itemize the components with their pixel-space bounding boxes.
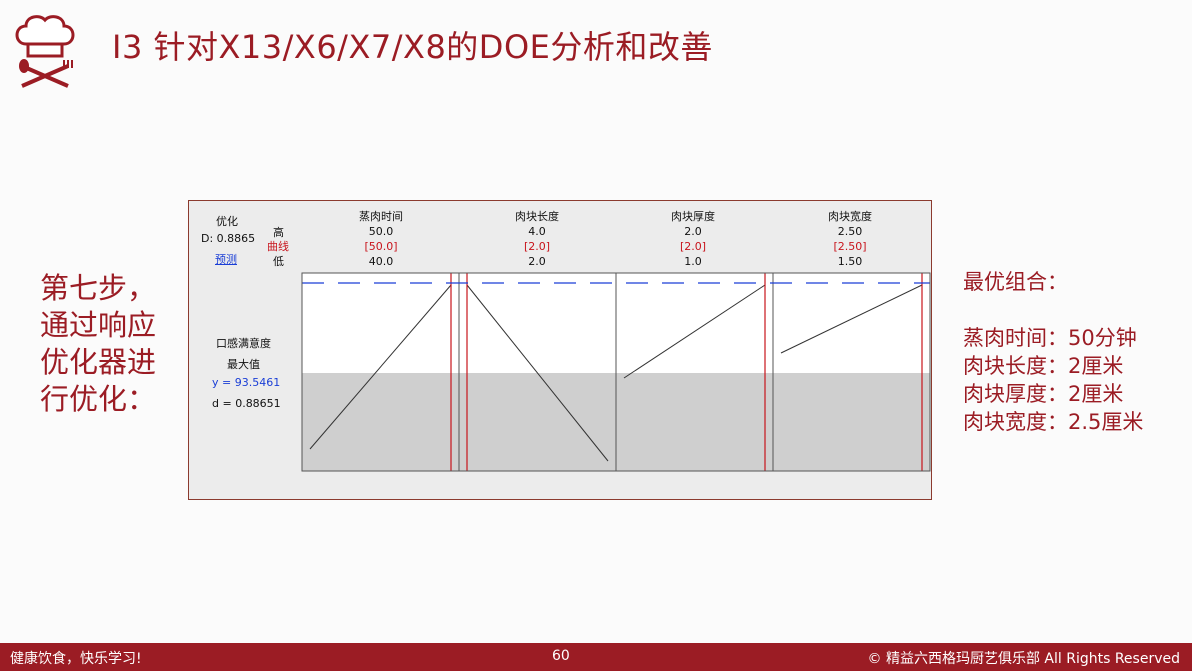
optimal-combination: 最优组合： 蒸肉时间：50分钟 肉块长度：2厘米 肉块厚度：2厘米 肉块宽度：2… xyxy=(963,268,1188,436)
response-goal: 最大值 xyxy=(227,358,260,371)
composite-d-value: D: 0.8865 xyxy=(201,232,256,245)
factor-current[interactable]: [2.50] xyxy=(833,240,867,253)
factor-high: 2.50 xyxy=(837,225,863,238)
step-description: 第七步， 通过响应 优化器进 行优化： xyxy=(40,270,170,418)
predict-link[interactable]: 预测 xyxy=(215,253,237,266)
desirability-d: d = 0.88651 xyxy=(212,397,281,410)
footer-bar: 健康饮食，快乐学习! 60 © 精益六西格玛厨艺俱乐部 All Rights R… xyxy=(0,643,1192,671)
response-curve xyxy=(466,284,609,462)
factor-low: 2.0 xyxy=(528,255,546,268)
factor-high: 50.0 xyxy=(368,225,394,238)
high-row-label: 高 xyxy=(273,226,284,239)
step-line: 优化器进 xyxy=(40,345,157,379)
page-number: 60 xyxy=(552,648,570,664)
optimizer-plot xyxy=(301,272,931,472)
optimal-item: 肉块厚度：2厘米 xyxy=(963,382,1124,406)
factor-current[interactable]: [50.0] xyxy=(364,240,398,253)
response-name: 口感满意度 xyxy=(216,337,271,350)
step-line: 行优化： xyxy=(40,382,157,416)
factor-low: 1.0 xyxy=(684,255,702,268)
optimal-item: 蒸肉时间：50分钟 xyxy=(963,326,1137,350)
optimize-label: 优化 xyxy=(216,215,238,228)
footer-slogan: 健康饮食，快乐学习! xyxy=(10,651,142,667)
response-optimizer-panel: 优化 D: 0.8865 预测 高 曲线 低 蒸肉时间 50.0 [50.0] … xyxy=(188,200,932,500)
factor-name: 肉块长度 xyxy=(515,210,559,223)
optimal-item: 肉块宽度：2.5厘米 xyxy=(963,410,1144,434)
factor-name: 肉块宽度 xyxy=(828,210,872,223)
curve-row-label: 曲线 xyxy=(267,240,289,253)
factor-header: 肉块长度 4.0 [2.0] 2.0 xyxy=(515,209,559,269)
step-line: 第七步， xyxy=(40,271,157,305)
factor-low: 1.50 xyxy=(837,255,863,268)
step-line: 通过响应 xyxy=(40,308,157,342)
optimal-heading: 最优组合： xyxy=(963,270,1068,294)
factor-name: 蒸肉时间 xyxy=(359,210,403,223)
factor-high: 4.0 xyxy=(528,225,546,238)
factor-name: 肉块厚度 xyxy=(671,210,715,223)
factor-high: 2.0 xyxy=(684,225,702,238)
response-curve xyxy=(623,284,766,379)
response-curve xyxy=(780,284,923,354)
factor-header: 肉块厚度 2.0 [2.0] 1.0 xyxy=(671,209,715,269)
optimal-item: 肉块长度：2厘米 xyxy=(963,354,1124,378)
chef-hat-fork-spoon-icon xyxy=(15,15,75,88)
factor-header: 蒸肉时间 50.0 [50.0] 40.0 xyxy=(359,209,403,269)
factor-low: 40.0 xyxy=(368,255,394,268)
response-curve xyxy=(309,284,452,450)
page-title: I3 针对X13/X6/X7/X8的DOE分析和改善 xyxy=(112,28,713,66)
plot-frame xyxy=(301,272,931,472)
factor-current[interactable]: [2.0] xyxy=(679,240,707,253)
factor-header: 肉块宽度 2.50 [2.50] 1.50 xyxy=(828,209,872,269)
low-row-label: 低 xyxy=(273,255,284,268)
predicted-y: y = 93.5461 xyxy=(212,376,281,389)
footer-copyright: © 精益六西格玛厨艺俱乐部 All Rights Reserved xyxy=(867,651,1180,667)
factor-current[interactable]: [2.0] xyxy=(523,240,551,253)
